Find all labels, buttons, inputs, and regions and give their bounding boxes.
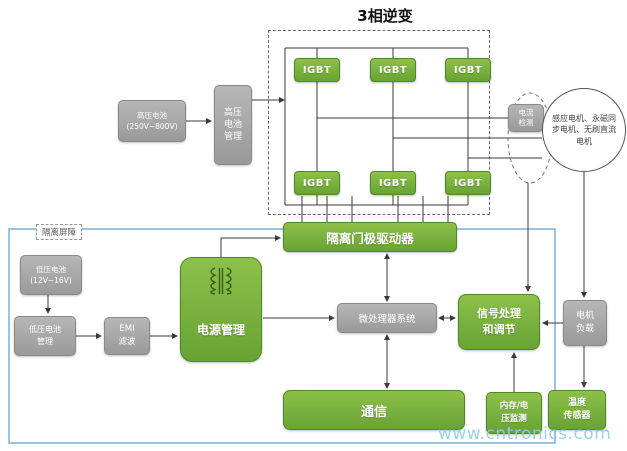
igbt-box: IGBT [294, 171, 340, 195]
temp-sensor-box: 温度 传感器 [548, 390, 606, 430]
transformer-icon [210, 267, 232, 295]
diagram-title: 3相逆变 [357, 7, 413, 25]
motor-circle: 感应电机、永磁同步电机、无刷直流电机 [542, 88, 626, 172]
inverter-dashed-region [268, 30, 490, 215]
memory-voltage-monitor-box: 内存/电 压监测 [486, 392, 542, 434]
isolation-barrier-label: 隔离屏障 [36, 224, 83, 240]
igbt-box: IGBT [445, 58, 491, 82]
current-sense-box: 电流 检测 [508, 104, 544, 132]
signal-conditioning-box: 信号处理 和调节 [458, 294, 540, 350]
lv-battery-mgmt-box: 低压电池 管理 [14, 316, 76, 356]
igbt-box: IGBT [370, 171, 416, 195]
igbt-box: IGBT [445, 171, 491, 195]
comm-bar: 通信 [283, 390, 465, 430]
power-mgmt-box: 电源管理 [180, 257, 262, 362]
mcu-box: 微处理器系统 [337, 303, 437, 333]
emi-filter-box: EMI 滤波 [104, 317, 150, 355]
hv-battery-mgmt-box: 高压 电池 管理 [214, 85, 252, 165]
gate-driver-bar: 隔离门极驱动器 [283, 222, 457, 252]
lv-battery-box: 低压电池 (12V~16V) [20, 255, 82, 295]
watermark: www.cntronics.com [438, 424, 612, 444]
motor-load-box: 电机 负载 [563, 300, 607, 346]
igbt-box: IGBT [370, 58, 416, 82]
hv-battery-box: 高压电池 (250V~800V) [118, 100, 186, 142]
power-mgmt-label: 电源管理 [196, 322, 245, 337]
igbt-box: IGBT [294, 58, 340, 82]
low-voltage-domain-region [8, 228, 556, 444]
